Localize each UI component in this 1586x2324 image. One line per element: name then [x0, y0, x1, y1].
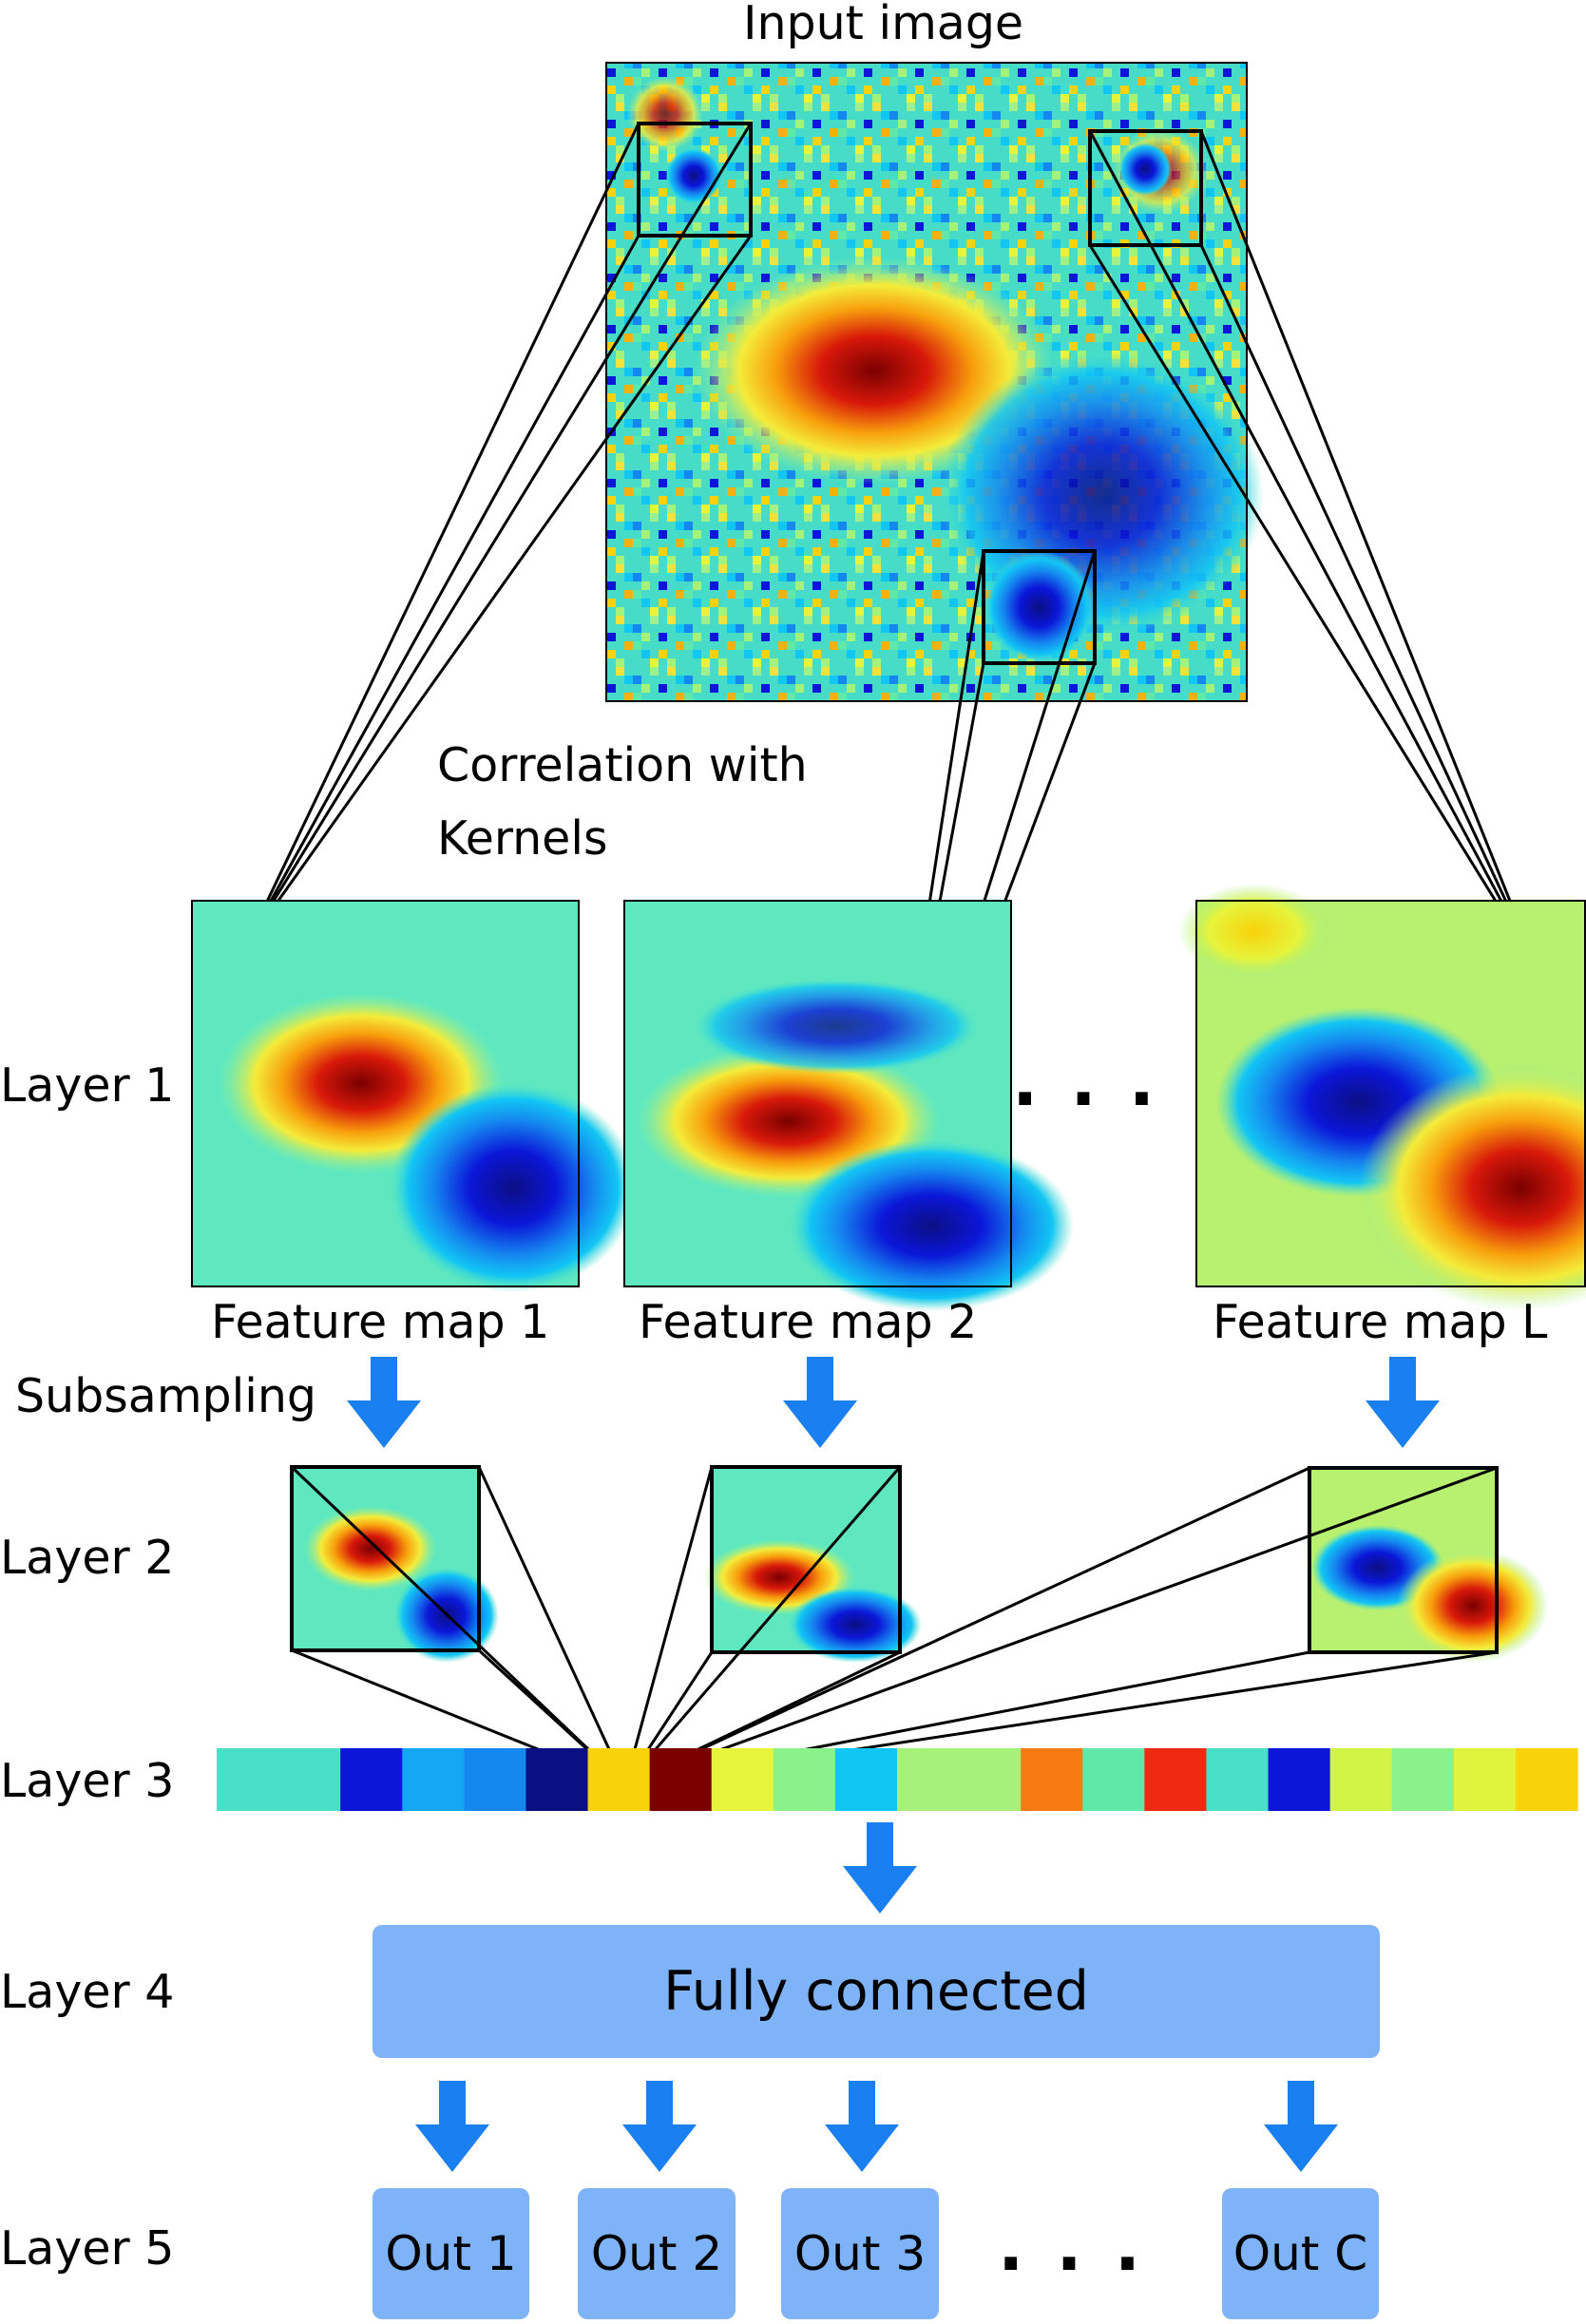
layer3-cell — [1021, 1748, 1083, 1811]
subsampling-arrows — [347, 1357, 1440, 1448]
layer3-cell — [1329, 1748, 1393, 1811]
layer3-cell — [525, 1748, 589, 1811]
layer3-cell — [1515, 1748, 1578, 1811]
subsampled-map-2 — [703, 1465, 922, 1663]
layer3-cell — [711, 1748, 774, 1811]
feature-map-2 — [623, 900, 1074, 1311]
feature-map-L-label: Feature map L — [1213, 1295, 1548, 1349]
output-box-C: Out C — [1222, 2188, 1379, 2319]
output-label: Out 3 — [793, 2226, 927, 2281]
layer-1-label: Layer 1 — [0, 1058, 175, 1113]
output-box-3: Out 3 — [781, 2188, 939, 2319]
layer3-cell — [587, 1748, 651, 1811]
arrow-down-icon — [1264, 2081, 1338, 2172]
layer3-cell — [959, 1748, 1022, 1811]
arrow-down-icon — [622, 2081, 697, 2172]
input-image — [605, 62, 1264, 702]
output-label: Out 2 — [590, 2226, 723, 2281]
subsampled-map-L — [1308, 1466, 1549, 1663]
correlation-label-line1: Correlation with — [437, 738, 808, 792]
output-label: Out 1 — [385, 2226, 517, 2281]
layer3-cell — [773, 1748, 836, 1811]
feature-map-1 — [191, 900, 637, 1292]
layer3-cell — [649, 1748, 713, 1811]
feature-map-2-label: Feature map 2 — [639, 1295, 978, 1349]
layer-3-label: Layer 3 — [0, 1754, 175, 1808]
layer3-cell — [1206, 1748, 1270, 1811]
layer3-cell — [1082, 1748, 1145, 1811]
feature-map-ellipsis: ... — [1012, 1041, 1188, 1121]
subsampling-label: Subsampling — [15, 1369, 317, 1423]
layer3-cell — [897, 1748, 960, 1811]
layer3-cell — [217, 1748, 279, 1811]
layer3-cell — [1453, 1748, 1517, 1811]
feature-map-1-label: Feature map 1 — [211, 1295, 550, 1349]
arrow-down-icon — [415, 2081, 489, 2172]
correlation-label-line2: Kernels — [437, 811, 608, 866]
input-image-label: Input image — [743, 0, 1024, 50]
fully-connected-box: Fully connected — [373, 1925, 1380, 2058]
output-label: Out C — [1232, 2226, 1368, 2281]
layer3-cell — [340, 1748, 403, 1811]
arrow-down-icon — [783, 1357, 857, 1448]
fully-connected-label: Fully connected — [663, 1960, 1089, 2023]
kernel-window-1 — [637, 122, 753, 238]
arrow-down-icon — [347, 1357, 421, 1448]
layer3-cell — [1144, 1748, 1208, 1811]
output-box-1: Out 1 — [373, 2188, 529, 2319]
arrow-down-icon — [843, 1822, 917, 1914]
arrow-down-icon — [825, 2081, 899, 2172]
output-box-2: Out 2 — [578, 2188, 736, 2319]
layer3-cell — [1268, 1748, 1331, 1811]
kernel-window-L — [1088, 129, 1203, 247]
layer-5-label: Layer 5 — [0, 2221, 175, 2276]
layer3-cell — [1391, 1748, 1455, 1811]
output-ellipsis: ... — [998, 2206, 1174, 2286]
feature-map-L — [1178, 884, 1586, 1311]
layer3-cell — [402, 1748, 465, 1811]
layer-4-label: Layer 4 — [0, 1965, 175, 2019]
layer3-cell — [278, 1748, 341, 1811]
layer-2-label: Layer 2 — [0, 1531, 175, 1585]
layer3-cell — [464, 1748, 527, 1811]
layer3-vector — [217, 1748, 1578, 1811]
layer3-cell — [834, 1748, 898, 1811]
arrow-down-icon — [1366, 1357, 1440, 1448]
output-arrows — [415, 2081, 1338, 2172]
